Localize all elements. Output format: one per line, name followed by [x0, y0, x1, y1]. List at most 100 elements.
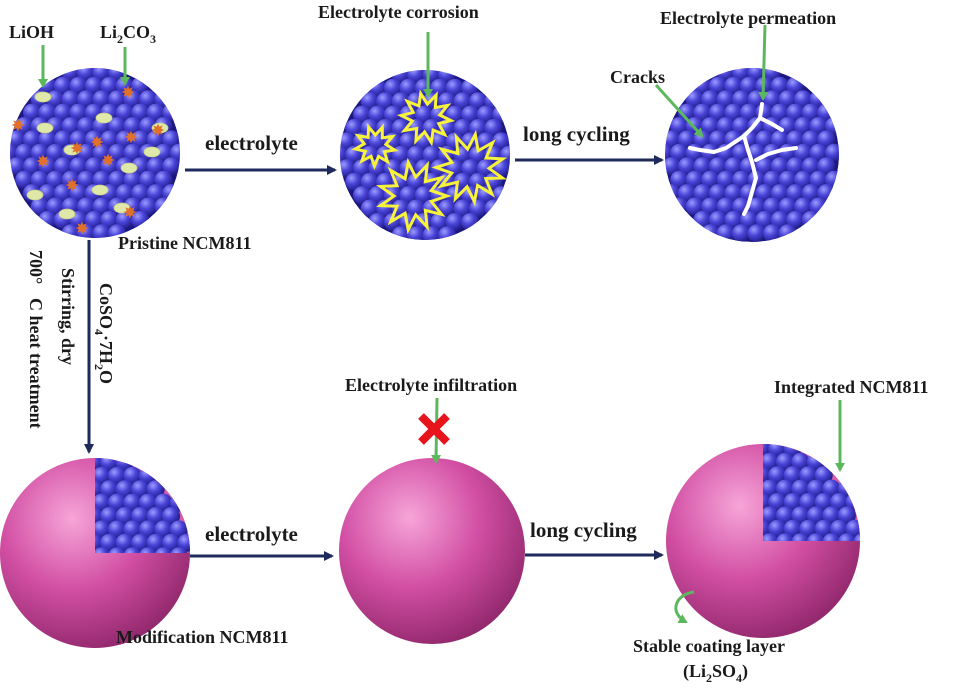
nanoparticle: [131, 210, 150, 229]
label-li2co3: Li2CO3: [100, 22, 156, 46]
nanoparticle: [84, 76, 103, 95]
nanoparticle: [46, 197, 65, 216]
nanoparticle: [768, 519, 787, 538]
nanoparticle: [38, 184, 57, 203]
nanoparticle: [794, 117, 813, 135]
nanoparticle: [146, 533, 165, 552]
nanoparticle: [822, 479, 841, 498]
nanoparticle: [776, 452, 794, 471]
nanoparticle: [162, 130, 180, 149]
nanoparticle: [123, 520, 142, 539]
nanoparticle: [776, 506, 794, 525]
nanoparticle: [701, 117, 720, 135]
nanoparticle: [368, 186, 387, 205]
nanoparticle: [438, 226, 457, 240]
nanoparticle: [30, 197, 49, 216]
li2co3-deposit: [65, 178, 79, 192]
nanoparticle: [755, 184, 774, 203]
nanoparticle: [438, 70, 457, 84]
nanoparticle: [95, 507, 103, 525]
surface-impurities: [11, 85, 169, 235]
nanoparticle: [92, 224, 111, 238]
nanoparticle: [732, 224, 751, 242]
nanoparticle: [422, 226, 441, 240]
nanoparticle: [837, 506, 856, 525]
nanoparticle: [154, 197, 173, 216]
nanoparticle: [484, 199, 503, 218]
nanoparticle: [716, 90, 735, 109]
nanoparticle: [95, 533, 103, 552]
nanoparticle: [368, 105, 387, 124]
blocked-cross: [418, 413, 450, 445]
nanoparticle: [806, 479, 825, 498]
nanoparticle: [825, 143, 839, 162]
lioh-deposit: [36, 122, 54, 134]
nanoparticle: [801, 103, 820, 122]
nanoparticle: [763, 452, 779, 471]
nanoparticle: [53, 103, 72, 122]
nanoparticle: [791, 506, 810, 525]
nanoparticle: [708, 130, 727, 149]
label-arrow-electrolyte-top: electrolyte: [205, 131, 298, 155]
nanoparticle: [476, 159, 495, 178]
nanoparticle: [169, 547, 188, 553]
nanoparticle: [23, 157, 41, 176]
nanoparticle: [154, 143, 173, 162]
nanoparticle: [345, 119, 364, 137]
nanoparticle: [146, 157, 165, 176]
nanoparticle: [108, 117, 127, 135]
nanoparticle: [763, 479, 779, 498]
nanoparticle: [732, 68, 751, 82]
nanoparticle: [469, 172, 488, 191]
nanoparticle: [77, 170, 96, 189]
nanoparticle: [778, 197, 797, 216]
pointer-permeation: [758, 24, 769, 101]
nanoparticle: [10, 143, 18, 162]
nanoparticle: [853, 533, 860, 541]
nanoparticle: [146, 103, 165, 122]
nanoparticle: [53, 157, 72, 176]
lioh-deposit: [95, 112, 113, 124]
nanoparticle: [799, 466, 818, 485]
pristine-particle: [10, 68, 180, 238]
nanoparticle: [763, 197, 782, 216]
nanoparticle: [123, 493, 142, 512]
lioh-deposit: [91, 184, 109, 196]
nanoparticle: [108, 143, 127, 162]
nanoparticle: [670, 197, 689, 216]
nanoparticle: [38, 103, 57, 122]
nanoparticle: [23, 130, 41, 149]
nanoparticle: [95, 520, 111, 539]
label-arrow-long-cycling-top: long cycling: [523, 122, 630, 146]
nanoparticle: [131, 184, 150, 203]
nanoparticle: [794, 197, 813, 216]
nanoparticle: [340, 132, 356, 151]
nanoparticle: [399, 186, 418, 205]
corrosion-spot: [375, 157, 452, 235]
nanoparticle: [414, 105, 433, 124]
label-stirring: Stirring, dry: [58, 268, 78, 365]
nanoparticle: [92, 68, 111, 82]
nanoparticle: [794, 90, 813, 109]
nanoparticle: [809, 143, 828, 162]
nanoparticle: [708, 210, 727, 229]
label-arrow-long-cycling-bottom: long cycling: [530, 518, 637, 542]
nanoparticle: [139, 90, 158, 109]
nanoparticle: [716, 117, 735, 135]
nanoparticle: [383, 78, 402, 97]
nanoparticle: [701, 170, 720, 189]
nanoparticle: [414, 186, 433, 205]
nanoparticle: [30, 143, 49, 162]
nanoparticle: [484, 119, 503, 137]
nanoparticle: [146, 480, 165, 499]
nanoparticle: [469, 92, 488, 111]
nanoparticle: [108, 466, 126, 485]
nanoparticle: [69, 157, 88, 176]
nanoparticle: [108, 493, 126, 512]
nanoparticle: [763, 224, 782, 242]
nanoparticle: [822, 506, 841, 525]
nanoparticle: [791, 479, 810, 498]
nanoparticle: [84, 210, 103, 229]
nanoparticle: [799, 519, 818, 538]
